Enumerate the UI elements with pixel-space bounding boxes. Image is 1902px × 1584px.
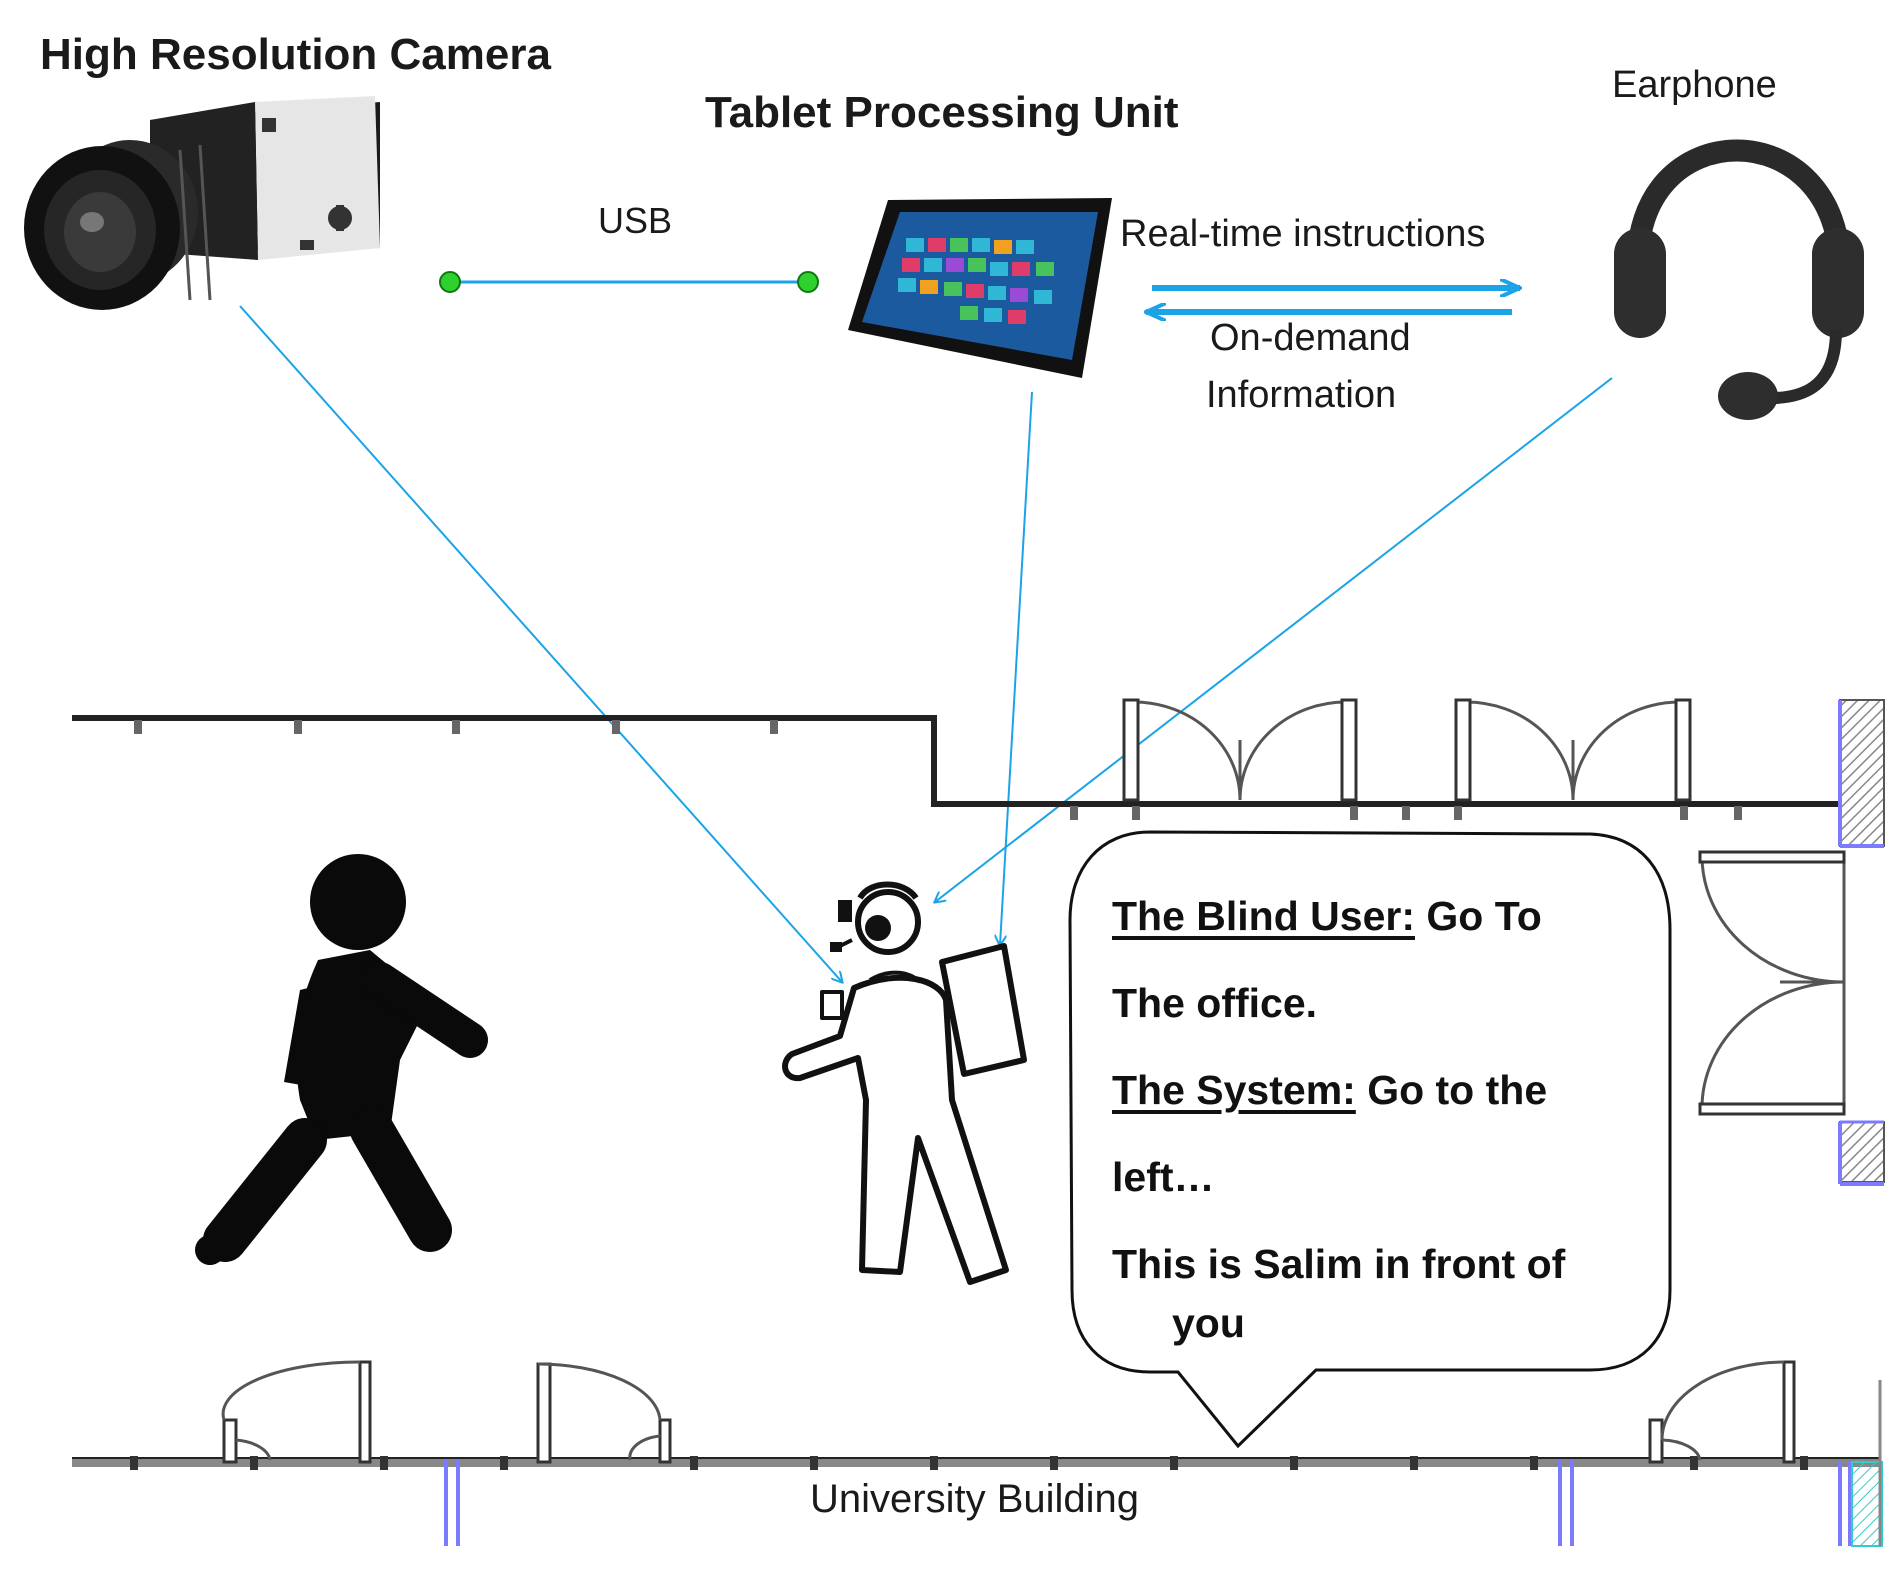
bubble-line-system-4: you bbox=[1172, 1300, 1245, 1346]
tablet-label: Tablet Processing Unit bbox=[705, 88, 1179, 137]
ondemand-label: On-demand bbox=[1210, 317, 1411, 359]
worn-camera bbox=[820, 990, 844, 1020]
top-wall bbox=[72, 715, 1842, 807]
top-door-2 bbox=[1454, 698, 1692, 802]
bubble-line-system-3: This is Salim in front of bbox=[1112, 1241, 1566, 1287]
system-text-1: Go to the bbox=[1355, 1067, 1548, 1113]
bottom-door-1 bbox=[221, 1360, 372, 1464]
bottom-door-2 bbox=[536, 1362, 672, 1464]
user-speaker: The Blind User: bbox=[1112, 893, 1415, 939]
camera-icon bbox=[24, 96, 380, 310]
pointer-lines bbox=[239, 305, 1613, 982]
bottom-door-3 bbox=[1648, 1360, 1796, 1464]
blind-user-figure bbox=[782, 881, 1027, 1285]
floor-plan bbox=[72, 698, 1885, 1547]
camera-pointer bbox=[239, 305, 842, 982]
usb-label: USB bbox=[598, 200, 673, 241]
bubble-line-user: The Blind User: Go To bbox=[1112, 893, 1542, 940]
earphone-label: Earphone bbox=[1612, 64, 1777, 106]
bottom-windows bbox=[444, 1460, 1852, 1546]
earphone-icon bbox=[1614, 139, 1864, 420]
camera-label: High Resolution Camera bbox=[40, 30, 551, 79]
information-label: Information bbox=[1206, 374, 1397, 416]
system-speaker: The System: bbox=[1112, 1067, 1356, 1113]
earphone-pointer bbox=[935, 377, 1613, 902]
usb-link bbox=[439, 271, 819, 293]
user-text-1: Go To bbox=[1414, 893, 1542, 939]
building-label: University Building bbox=[810, 1477, 1140, 1521]
right-wall bbox=[1838, 699, 1885, 1186]
bubble-line-system-2: left… bbox=[1112, 1154, 1215, 1200]
backpack bbox=[939, 943, 1027, 1077]
tablet-icon bbox=[848, 198, 1112, 378]
top-door-1 bbox=[1122, 698, 1358, 802]
tablet-pointer bbox=[1000, 391, 1033, 945]
bubble-line-user-2: The office. bbox=[1112, 980, 1318, 1026]
right-door bbox=[1698, 850, 1846, 1116]
bottom-wall bbox=[72, 1456, 1880, 1470]
bubble-line-system: The System: Go to the bbox=[1112, 1067, 1547, 1114]
walking-person-icon bbox=[195, 854, 488, 1265]
realtime-label: Real-time instructions bbox=[1120, 213, 1486, 255]
speech-bubble bbox=[1068, 830, 1672, 1449]
usb-node-right bbox=[797, 271, 819, 293]
usb-node-left bbox=[439, 271, 461, 293]
